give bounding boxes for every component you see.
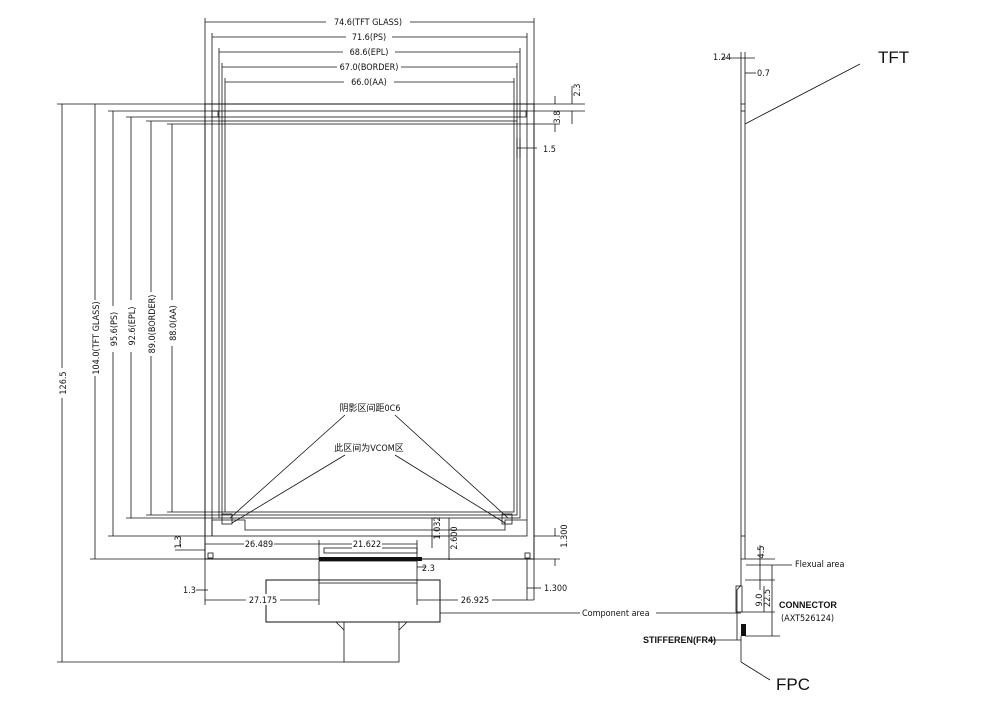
- component-area-block: [265, 579, 441, 623]
- dim-epl-width: 68.6(EPL): [350, 48, 389, 58]
- side-connector: [735, 585, 743, 613]
- tft-label: TFT: [878, 48, 909, 67]
- dim-27-175: 27.175: [249, 596, 277, 606]
- annotation-leaders: [229, 414, 741, 614]
- connector-label: CONNECTOR: [779, 600, 837, 610]
- dim-2-3: 2.3: [573, 84, 583, 97]
- corner-mark-tr: [519, 110, 527, 118]
- fpc-label: FPC: [776, 675, 810, 694]
- vcom-pad-left: [221, 513, 233, 525]
- dim-26-925: 26.925: [461, 596, 489, 606]
- corner-mark-tl: [211, 110, 219, 118]
- vcom-pad-right: [501, 513, 513, 525]
- dim-border-width: 67.0(BORDER): [340, 63, 399, 73]
- dim-9-0: 9.0: [755, 594, 765, 607]
- side-view: [708, 52, 861, 681]
- dim-aa-height: 88.0(AA): [169, 305, 179, 341]
- shadow-spacing-note: 阴影区间距0C6: [340, 402, 401, 414]
- side-tft-layer: [740, 103, 746, 560]
- dim-1-300-right: 1.300: [560, 524, 570, 547]
- dim-tft-glass-width: 74.6(TFT GLASS): [334, 18, 402, 28]
- stiffener-label: STIFFEREN(FR4): [643, 635, 716, 645]
- active-area: [224, 123, 515, 513]
- vcom-area-note: 此区间为VCOM区: [334, 442, 404, 454]
- dim-2-3-connector: 2.3: [422, 564, 435, 574]
- dim-2-600: 2.600: [450, 526, 460, 549]
- side-stiffener: [741, 624, 746, 636]
- dim-aa-width: 66.0(AA): [351, 78, 387, 88]
- flexual-area-label: Flexual area: [795, 560, 845, 570]
- fpc-tail: [343, 621, 400, 663]
- dim-epl-height: 92.6(EPL): [128, 307, 138, 346]
- dim-26-489: 26.489: [245, 540, 273, 550]
- connector-part-number: (AXT526124): [781, 614, 834, 624]
- glass-step: [211, 519, 527, 536]
- left-dimensions: [57, 103, 344, 663]
- dim-1-3-vertical: 1.3: [174, 536, 184, 549]
- fpc-dark-strip: [319, 557, 422, 561]
- dim-ps-width: 71.6(PS): [352, 33, 386, 43]
- dim-21-622: 21.622: [353, 540, 381, 550]
- dim-3-8: 3.8: [553, 111, 563, 124]
- component-area-label: Component area: [582, 609, 650, 619]
- border-outline: [221, 120, 518, 516]
- hole-left: [207, 552, 214, 559]
- epl-outline: [218, 116, 521, 519]
- dim-1-300-bottom: 1.300: [544, 584, 567, 594]
- dim-total-height: 126.5: [59, 371, 69, 394]
- dim-1-3-horizontal: 1.3: [183, 586, 196, 596]
- dim-1-24: 1.24: [713, 53, 731, 63]
- dim-1-032: 1.032: [433, 516, 443, 539]
- dim-22-5: 22.5: [763, 589, 773, 607]
- fpc-neck: [335, 621, 408, 631]
- dim-0-7: 0.7: [757, 69, 770, 79]
- dim-1-5: 1.5: [543, 145, 556, 155]
- side-fpc-bend: [736, 559, 742, 640]
- bottom-dimensions: [175, 518, 534, 605]
- right-dimensions: [514, 86, 585, 600]
- dim-tft-glass-height: 104.0(TFT GLASS): [92, 301, 102, 374]
- dim-4-5: 4.5: [757, 546, 767, 559]
- fpc-hatched-bond: [318, 560, 418, 584]
- ps-outline: [211, 110, 528, 537]
- front-view: [204, 103, 535, 663]
- tft-glass-outline: [204, 103, 535, 560]
- dim-ps-height: 95.6(PS): [110, 312, 120, 346]
- hole-right: [524, 552, 531, 559]
- dim-border-height: 89.0(BORDER): [148, 295, 158, 354]
